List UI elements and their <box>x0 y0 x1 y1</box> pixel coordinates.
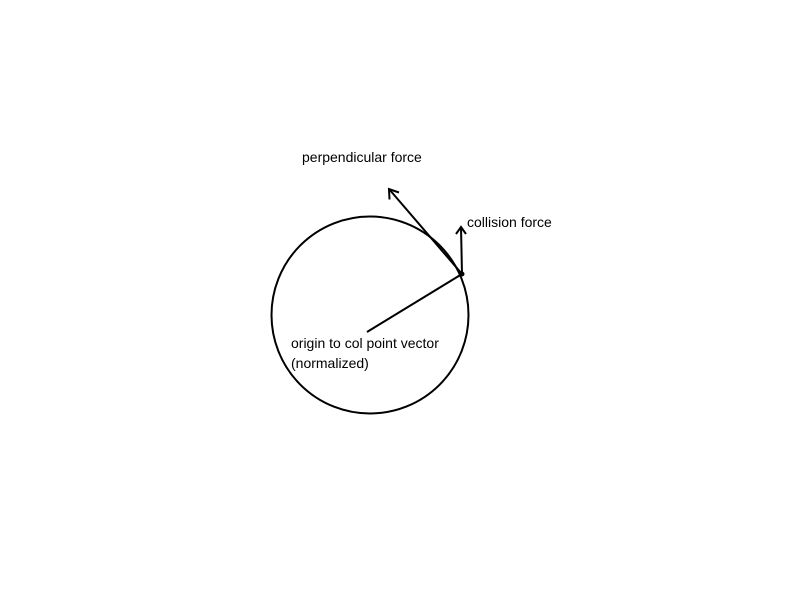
collision-point <box>459 271 465 277</box>
origin-vector-label-line1: origin to col point vector <box>291 335 439 351</box>
perpendicular-force-arrow <box>387 187 463 275</box>
collision-force-label: collision force <box>467 214 552 230</box>
circle-body <box>270 215 470 415</box>
origin-to-col-point-vector <box>366 273 463 333</box>
collision-force-arrow <box>455 225 467 275</box>
origin-vector-label-line2: (normalized) <box>291 355 369 371</box>
origin-vector-label: origin to col point vector (normalized) <box>291 333 439 373</box>
perpendicular-force-label: perpendicular force <box>302 149 422 165</box>
